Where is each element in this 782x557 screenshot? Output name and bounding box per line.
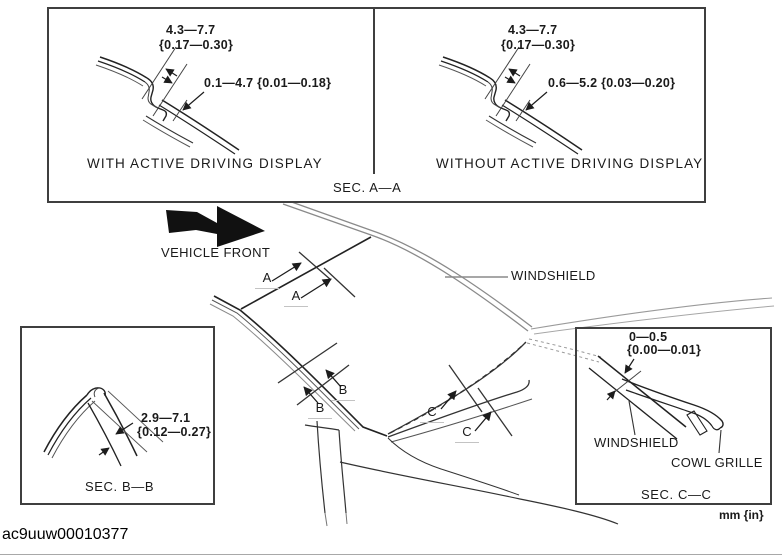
sec-c-dim-in: {0.00—0.01} bbox=[627, 343, 702, 357]
windshield-outline bbox=[209, 236, 526, 437]
sec-a-title: SEC. A—A bbox=[333, 180, 402, 195]
figure-code: ac9uuw00010377 bbox=[2, 526, 129, 543]
sec-c-windshield-label: WINDSHIELD bbox=[594, 435, 679, 450]
sec-c-dim-mm: 0—0.5 bbox=[629, 330, 668, 344]
section-marker-a1[interactable]: A bbox=[255, 270, 279, 289]
section-marker-a2[interactable]: A bbox=[284, 288, 308, 307]
roof-edge-lines bbox=[282, 199, 533, 332]
sec-c-title: SEC. C—C bbox=[641, 487, 712, 502]
sec-a-left-dim-mm: 4.3—7.7 bbox=[166, 23, 216, 37]
sec-a-divider bbox=[373, 9, 375, 174]
sec-c-cowl-grille-label: COWL GRILLE bbox=[671, 455, 763, 470]
sec-a-right-dim-inner: 0.6—5.2 {0.03—0.20} bbox=[548, 76, 676, 90]
sec-b-dim-in: {0.12—0.27} bbox=[137, 425, 212, 439]
sec-a-panel bbox=[47, 7, 706, 203]
bottom-rule bbox=[0, 554, 782, 555]
sec-a-right-dim-mm: 4.3—7.7 bbox=[508, 23, 558, 37]
sec-c-panel bbox=[575, 327, 772, 505]
sec-a-right-dim-in: {0.17—0.30} bbox=[501, 38, 576, 52]
sec-a-left-caption: WITH ACTIVE DRIVING DISPLAY bbox=[87, 156, 323, 171]
vehicle-front-arrow-icon bbox=[166, 206, 265, 247]
windshield-label: WINDSHIELD bbox=[511, 268, 596, 283]
section-marker-b1[interactable]: B bbox=[331, 382, 355, 401]
sec-b-dim-mm: 2.9—7.1 bbox=[141, 411, 191, 425]
sec-a-left-dim-inner: 0.1—4.7 {0.01—0.18} bbox=[204, 76, 332, 90]
section-marker-b2[interactable]: B bbox=[308, 400, 332, 419]
sec-b-title: SEC. B—B bbox=[85, 479, 155, 494]
vehicle-front-label: VEHICLE FRONT bbox=[161, 245, 271, 260]
sec-a-left-dim-in: {0.17—0.30} bbox=[159, 38, 234, 52]
section-marker-c1[interactable]: C bbox=[420, 404, 444, 423]
section-marker-c2[interactable]: C bbox=[455, 424, 479, 443]
units-note: mm {in} bbox=[719, 508, 764, 522]
sec-a-right-caption: WITHOUT ACTIVE DRIVING DISPLAY bbox=[436, 156, 704, 171]
